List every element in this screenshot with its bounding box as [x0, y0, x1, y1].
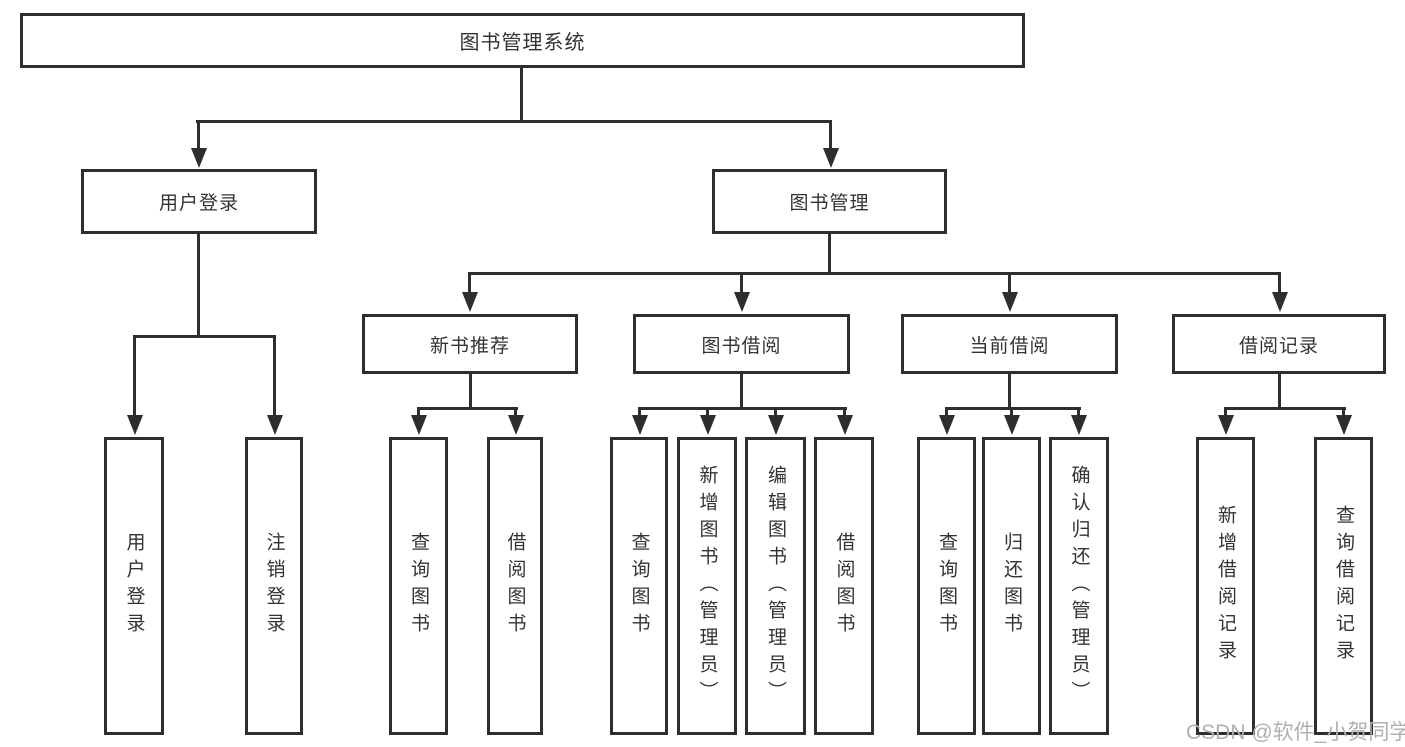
arrow-down-icon — [733, 272, 750, 312]
arrow-down-icon — [1003, 407, 1020, 435]
leaf-borrow-books-label: 借阅图书 — [833, 532, 855, 640]
leaf-user-login: 用户登录 — [104, 437, 164, 735]
connector-line — [197, 234, 200, 338]
leaf-query-books-current: 查询图书 — [917, 437, 976, 735]
node-current-borrow: 当前借阅 — [901, 314, 1118, 374]
leaf-confirm-return-admin-label: 确认归还（管理员） — [1068, 464, 1090, 708]
arrow-down-icon — [1001, 272, 1018, 312]
leaf-borrow-books: 借阅图书 — [814, 437, 874, 735]
node-book-management-label: 图书管理 — [789, 193, 870, 214]
arrow-down-icon — [822, 120, 839, 168]
leaf-borrow-books-recommend-label: 借阅图书 — [504, 532, 526, 640]
node-borrow-records: 借阅记录 — [1172, 314, 1386, 374]
arrow-down-icon — [1335, 407, 1352, 435]
leaf-add-book-admin: 新增图书（管理员） — [677, 437, 737, 735]
leaf-query-books-borrow-label: 查询图书 — [628, 532, 650, 640]
leaf-query-books-recommend-label: 查询图书 — [408, 532, 429, 640]
node-user-login: 用户登录 — [81, 169, 317, 234]
arrow-down-icon — [1217, 407, 1234, 435]
connector-line — [1224, 407, 1346, 410]
leaf-return-book-label: 归还图书 — [1001, 532, 1022, 640]
leaf-add-borrow-record-label: 新增借阅记录 — [1215, 505, 1236, 667]
connector-line — [740, 374, 743, 410]
connector-line — [1008, 374, 1011, 410]
arrow-down-icon — [190, 120, 207, 168]
node-root: 图书管理系统 — [20, 13, 1025, 68]
node-borrow-records-label: 借阅记录 — [1238, 335, 1319, 357]
leaf-edit-book-admin-label: 编辑图书（管理员） — [765, 464, 786, 708]
arrow-down-icon — [266, 335, 283, 435]
arrow-down-icon — [410, 407, 427, 435]
arrow-down-icon — [767, 407, 784, 435]
node-current-borrow-label: 当前借阅 — [969, 335, 1050, 357]
arrow-down-icon — [699, 407, 716, 435]
connector-line — [468, 272, 1281, 275]
leaf-add-borrow-record: 新增借阅记录 — [1196, 437, 1255, 735]
arrow-down-icon — [1070, 407, 1087, 435]
leaf-logout: 注销登录 — [245, 437, 303, 735]
leaf-query-books-current-label: 查询图书 — [936, 532, 957, 640]
connector-line — [417, 407, 518, 410]
arrow-down-icon — [631, 407, 648, 435]
leaf-query-borrow-record-label: 查询借阅记录 — [1333, 505, 1354, 667]
leaf-logout-label: 注销登录 — [263, 532, 285, 640]
leaf-user-login-label: 用户登录 — [123, 532, 145, 640]
node-book-management: 图书管理 — [712, 169, 947, 234]
connector-line — [133, 335, 276, 338]
connector-line — [469, 374, 472, 410]
leaf-query-books-borrow: 查询图书 — [610, 437, 668, 735]
leaf-confirm-return-admin: 确认归还（管理员） — [1049, 437, 1109, 735]
leaf-query-borrow-record: 查询借阅记录 — [1314, 437, 1373, 735]
leaf-query-books-recommend: 查询图书 — [389, 437, 448, 735]
arrow-down-icon — [461, 272, 478, 312]
leaf-edit-book-admin: 编辑图书（管理员） — [745, 437, 806, 735]
leaf-return-book: 归还图书 — [982, 437, 1041, 735]
arrow-down-icon — [836, 407, 853, 435]
node-user-login-label: 用户登录 — [158, 193, 239, 214]
connector-line — [638, 407, 847, 410]
watermark: CSDN @软件_小贺同学 — [1186, 721, 1405, 744]
node-book-borrow-label: 图书借阅 — [701, 335, 782, 357]
arrow-down-icon — [126, 335, 143, 435]
connector-line — [1278, 374, 1281, 410]
node-new-book-recommend-label: 新书推荐 — [429, 335, 510, 357]
connector-line — [828, 234, 831, 275]
arrow-down-icon — [1271, 272, 1288, 312]
arrow-down-icon — [507, 407, 524, 435]
connector-line — [520, 67, 523, 123]
connector-line — [196, 120, 832, 123]
node-new-book-recommend: 新书推荐 — [362, 314, 578, 374]
arrow-down-icon — [938, 407, 955, 435]
node-book-borrow: 图书借阅 — [633, 314, 850, 374]
leaf-borrow-books-recommend: 借阅图书 — [487, 437, 543, 735]
connector-line — [945, 407, 1081, 410]
node-root-label: 图书管理系统 — [459, 32, 586, 54]
leaf-add-book-admin-label: 新增图书（管理员） — [696, 464, 718, 708]
